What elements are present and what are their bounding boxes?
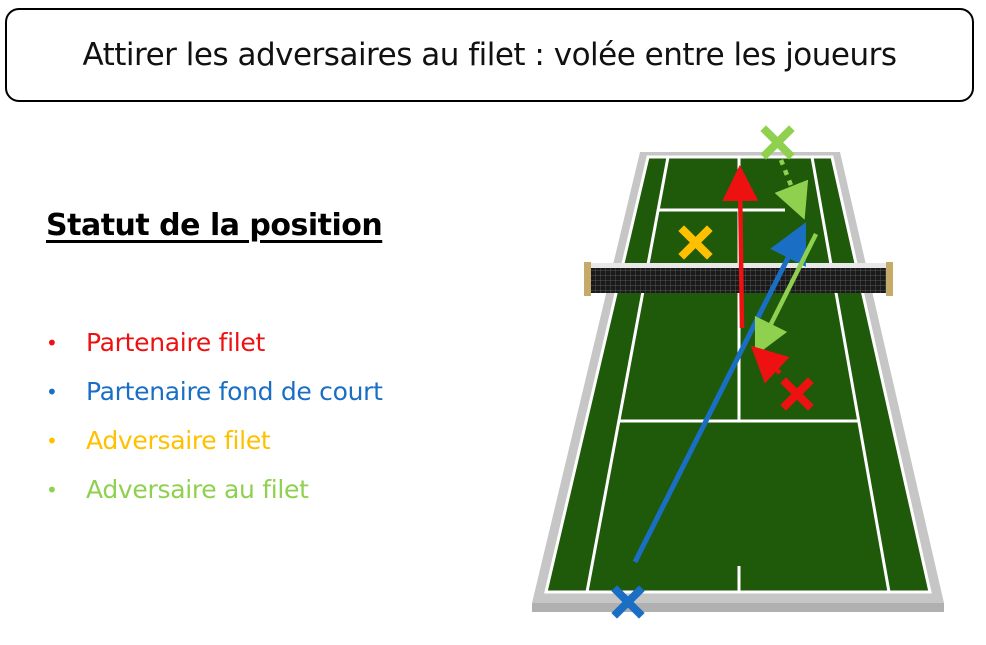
bullet-icon: • <box>46 428 58 453</box>
net-post-left <box>584 262 591 296</box>
partner-net-path-dotted <box>750 345 790 384</box>
bullet-icon: • <box>46 330 58 355</box>
partner-net-marker-icon <box>780 377 814 411</box>
partner-back-marker-icon <box>611 585 645 619</box>
legend-list: • Partenaire filet • Partenaire fond de … <box>46 318 383 514</box>
net-post-right <box>886 262 893 296</box>
legend-item-partner-net: • Partenaire filet <box>46 318 383 367</box>
partner-back-arrow <box>632 222 806 564</box>
legend-item-opponent-net: • Adversaire filet <box>46 416 383 465</box>
page-title: Attirer les adversaires au filet : volée… <box>82 37 897 73</box>
bullet-icon: • <box>46 379 58 404</box>
bullet-icon: • <box>46 477 58 502</box>
legend-label: Adversaire filet <box>86 426 271 455</box>
section-heading: Statut de la position <box>46 208 383 243</box>
legend-label: Partenaire filet <box>86 328 265 357</box>
opponent-to-net-arrow <box>754 232 819 357</box>
title-box: Attirer les adversaires au filet : volée… <box>5 8 974 102</box>
partner-net-arrow <box>722 165 759 329</box>
opponent-to-net-marker-icon <box>760 125 795 160</box>
tennis-net <box>584 262 893 296</box>
opponent-net-marker-icon <box>678 225 713 260</box>
legend-label: Partenaire fond de court <box>86 377 383 406</box>
legend-item-opponent-to-net: • Adversaire au filet <box>46 465 383 514</box>
court-apron-edge <box>532 603 944 612</box>
legend-item-partner-back: • Partenaire fond de court <box>46 367 383 416</box>
legend-label: Adversaire au filet <box>86 475 309 504</box>
opponent-to-net-path-dotted <box>774 159 809 220</box>
